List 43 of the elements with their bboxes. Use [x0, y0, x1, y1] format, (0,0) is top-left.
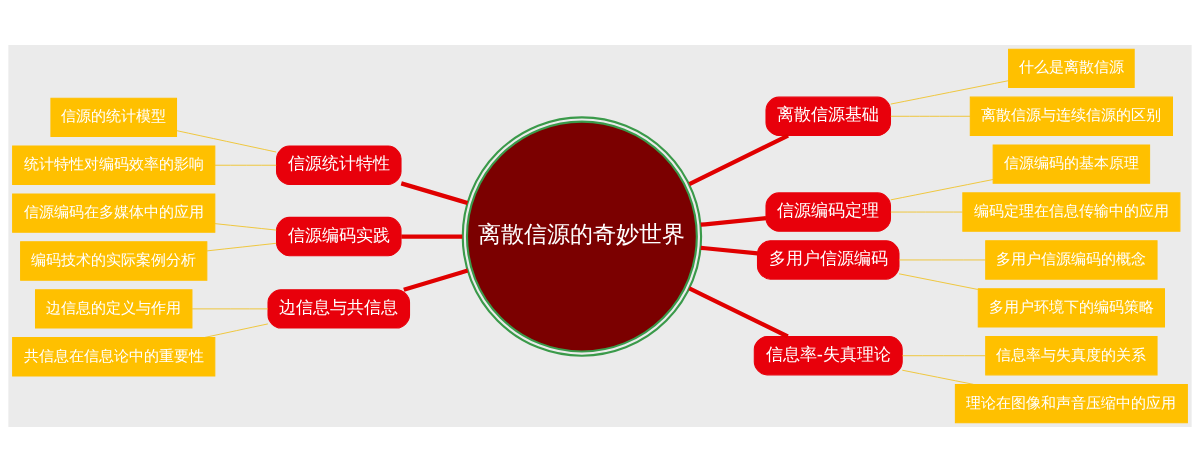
- connector: [898, 259, 986, 261]
- node-box: 离散信源基础: [765, 96, 891, 136]
- connector: [890, 115, 971, 117]
- connector: [191, 308, 269, 310]
- node-box: 信源编码实践: [276, 216, 402, 257]
- node-circle: 离散信源的奇妙世界: [461, 116, 703, 357]
- connector: [688, 286, 789, 339]
- connector: [890, 80, 1009, 105]
- connector: [203, 323, 269, 338]
- connector: [700, 245, 758, 256]
- node-box: 什么是离散信源: [1008, 48, 1135, 89]
- connector: [400, 181, 469, 206]
- connector: [403, 268, 469, 292]
- node-box: 编码技术的实际案例分析: [20, 241, 208, 281]
- connector: [401, 234, 463, 239]
- node-box: 理论在图像和声音压缩中的应用: [954, 383, 1188, 424]
- connector: [901, 355, 986, 357]
- connector: [206, 242, 277, 252]
- connector: [700, 216, 767, 227]
- node-box: 信源编码在多媒体中的应用: [12, 193, 216, 233]
- node-box: 离散信源与连续信源的区别: [969, 96, 1173, 136]
- node-box: 多用户信源编码的概念: [985, 240, 1158, 280]
- node-box: 边信息与共信息: [267, 289, 411, 329]
- node-box: 多用户信源编码: [756, 240, 900, 280]
- connector: [214, 223, 277, 231]
- node-box: 边信息的定义与作用: [35, 289, 193, 329]
- connector: [901, 369, 974, 385]
- connector: [688, 133, 789, 187]
- connector: [890, 211, 964, 213]
- connector: [898, 273, 979, 290]
- node-box: 统计特性对编码效率的影响: [12, 145, 216, 185]
- node-box: 信源编码的基本原理: [992, 144, 1151, 184]
- node-box: 共信息在信息论中的重要性: [12, 337, 216, 377]
- node-box: 信源编码定理: [765, 192, 891, 232]
- connector: [214, 164, 277, 166]
- node-box: 编码定理在信息传输中的应用: [962, 192, 1181, 232]
- node-box: 信源统计特性: [276, 145, 402, 185]
- node-box: 信息率-失真理论: [753, 336, 903, 376]
- node-box: 信息率与失真度的关系: [985, 336, 1158, 376]
- node-box: 多用户环境下的编码策略: [977, 288, 1165, 328]
- connector: [890, 179, 994, 201]
- node-box: 信源的统计模型: [50, 97, 178, 138]
- connector: [176, 130, 277, 153]
